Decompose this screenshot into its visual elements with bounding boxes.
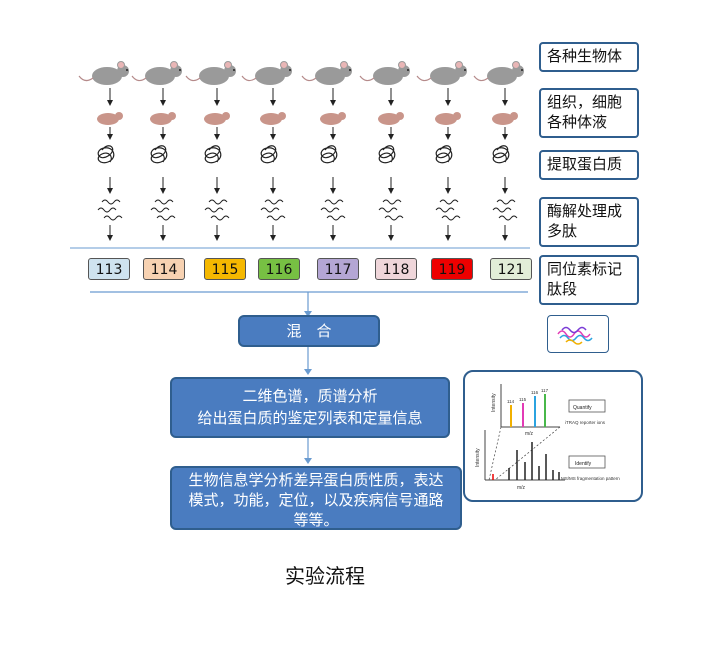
isotope-tag-117: 117 [317,258,359,280]
peptides-icon [320,199,346,221]
mouse-icon [301,61,352,85]
lc-ms-analysis-box: 二维色谱，质谱分析 给出蛋白质的鉴定列表和定量信息 [170,377,450,438]
tissue-icon [378,112,404,125]
mouse-icon [78,61,129,85]
quantify-label: Quantify [573,405,592,411]
peptides-icon [204,199,230,221]
tissue-icon [97,112,123,125]
stage-labeling: 同位素标记 肽段 [539,255,639,305]
protein-icon [260,145,278,164]
mixed-peptides-icon [547,315,609,353]
mouse-icon [185,61,236,85]
mouse-icon [131,61,182,85]
stage-digestion: 酶解处理成 多肽 [539,197,639,247]
peptides-icon [492,199,518,221]
figure-caption: 实验流程 [285,564,365,588]
isotope-tag-116: 116 [258,258,300,280]
isotope-tag-121: 121 [490,258,532,280]
protein-icon [97,145,115,164]
identify-label: Identify [575,461,592,467]
ms-spectrum-panel: Intensity m/z 114 115 116 117 Quantify i… [463,370,643,502]
tissue-icon [204,112,230,125]
protein-icon [320,145,338,164]
peptides-icon [435,199,461,221]
peptides-icon [378,199,404,221]
peptides-icon [150,199,176,221]
mix-box: 混 合 [238,315,380,347]
reporter-label-117: 117 [541,388,549,393]
mouse-icon [416,61,467,85]
isotope-tag-118: 118 [375,258,417,280]
sample-column [473,61,524,241]
isotope-tag-119: 119 [431,258,473,280]
quantify-note: iTRAQ reporter ions [565,420,606,425]
tissue-icon [435,112,461,125]
tissue-icon [260,112,286,125]
peptides-icon [97,199,123,221]
reporter-label-115: 115 [519,397,527,402]
stage-organisms: 各种生物体 [539,42,639,72]
stage-protein-extraction: 提取蛋白质 [539,150,639,180]
tissue-icon [492,112,518,125]
stage-tissues: 组织，细胞 各种体液 [539,88,639,138]
isotope-tag-113: 113 [88,258,130,280]
mouse-icon [359,61,410,85]
mouse-icon [473,61,524,85]
protein-icon [435,145,453,164]
bioinformatics-box: 生物信息学分析差异蛋白质性质，表达 模式，功能，定位，以及疾病信号通路 等等。 [170,466,462,530]
protein-icon [492,145,510,164]
isotope-tag-115: 115 [204,258,246,280]
reporter-label-114: 114 [507,399,515,404]
sample-column [131,61,182,241]
tissue-icon [320,112,346,125]
bottom-xlabel: m/z [517,485,526,491]
sample-columns [70,61,530,249]
top-ylabel: Intensity [491,393,497,412]
isotope-tag-114: 114 [143,258,185,280]
protein-icon [204,145,222,164]
sample-column [78,61,129,241]
peptides-icon [260,199,286,221]
tissue-icon [150,112,176,125]
sample-column [359,61,410,241]
reporter-label-116: 116 [531,390,539,395]
mouse-icon [241,61,292,85]
bottom-ylabel: Intensity [475,448,481,467]
top-xlabel: m/z [525,431,534,437]
protein-icon [378,145,396,164]
sample-column [185,61,236,241]
sample-column [416,61,467,241]
identify-note: MS/MS fragmentation pattern [561,476,620,481]
sample-column [241,61,292,241]
protein-icon [150,145,168,164]
sample-column [301,61,352,241]
